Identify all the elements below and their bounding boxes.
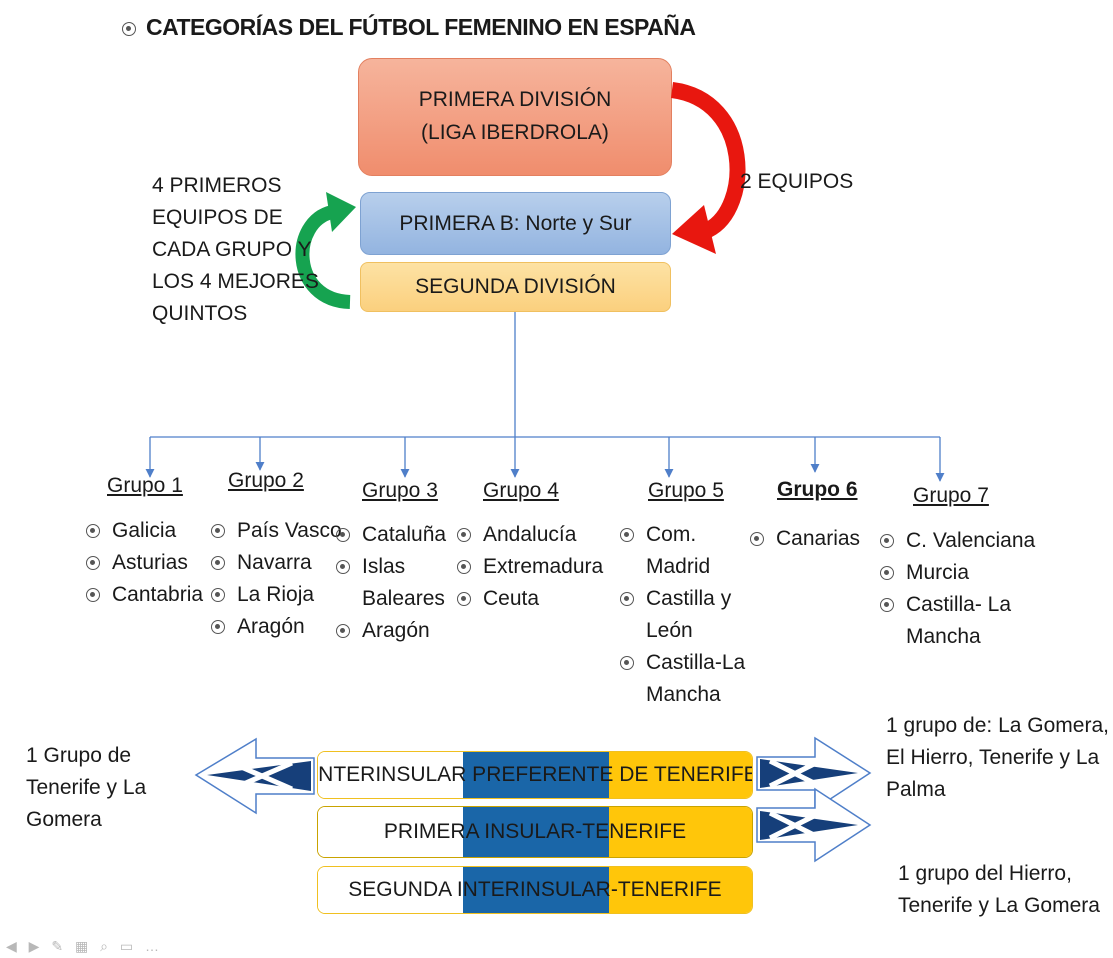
soccer-ball-icon xyxy=(620,528,634,542)
list-item: Castilla- La xyxy=(880,589,1035,621)
soccer-ball-icon xyxy=(336,624,350,638)
list-item: Ceuta xyxy=(457,583,603,615)
soccer-ball-icon xyxy=(211,588,225,602)
grupo-7-list: C. Valenciana Murcia Castilla- La Mancha xyxy=(880,525,1035,653)
list-item: Cataluña xyxy=(336,519,446,551)
list-item: Castilla y xyxy=(620,583,745,615)
list-item: Galicia xyxy=(86,515,203,547)
list-item: Aragón xyxy=(211,611,342,643)
more-icon[interactable]: … xyxy=(144,938,163,954)
list-item: Castilla-La xyxy=(620,647,745,679)
soccer-ball-icon xyxy=(86,524,100,538)
list-item-continuation: León xyxy=(646,619,693,642)
grupo-5-list: Com. Madrid Castilla y León Castilla-La … xyxy=(620,519,745,711)
right-bottom-note: 1 grupo del Hierro, Tenerife y La Gomera xyxy=(898,862,1100,917)
grupo-1-title: Grupo 1 xyxy=(107,474,183,497)
red-curved-arrow-icon xyxy=(670,82,746,254)
soccer-ball-icon xyxy=(211,620,225,634)
pen-icon[interactable]: ✎ xyxy=(51,938,68,954)
grupo-4-list: Andalucía Extremadura Ceuta xyxy=(457,519,603,615)
list-item: País Vasco xyxy=(211,515,342,547)
grupo-3-title: Grupo 3 xyxy=(362,479,438,502)
soccer-ball-icon xyxy=(457,560,471,574)
dos-equipos-label: 2 EQUIPOS xyxy=(740,170,854,193)
grupo-5-title: Grupo 5 xyxy=(648,479,724,502)
segunda-interinsular-bar: SEGUNDA INTERINSULAR-TENERIFE xyxy=(317,866,753,914)
list-item: Navarra xyxy=(211,547,342,579)
list-item: La Rioja xyxy=(211,579,342,611)
promotion-criteria-text: 4 PRIMEROS EQUIPOS DE CADA GRUPO Y LOS 4… xyxy=(152,174,319,325)
list-item: Canarias xyxy=(750,523,860,555)
primera-insular-label: PRIMERA INSULAR-TENERIFE xyxy=(383,820,687,843)
soccer-ball-icon xyxy=(457,528,471,542)
previous-icon[interactable]: ◀ xyxy=(6,938,21,954)
soccer-ball-icon xyxy=(86,556,100,570)
primera-division-box: PRIMERA DIVISIÓN (LIGA IBERDROLA) xyxy=(358,58,672,176)
soccer-ball-icon xyxy=(211,556,225,570)
soccer-ball-icon xyxy=(750,532,764,546)
grupo-6-list: Canarias xyxy=(750,523,860,555)
list-item-continuation: Mancha xyxy=(646,683,721,706)
grupo-3-list: Cataluña Islas Baleares Aragón xyxy=(336,519,446,647)
list-item: Islas xyxy=(336,551,446,583)
list-item: C. Valenciana xyxy=(880,525,1035,557)
left-note: 1 Grupo de Tenerife y La Gomera xyxy=(26,744,147,831)
interinsular-preferente-bar: INTERINSULAR PREFERENTE DE TENERIFE xyxy=(317,751,753,799)
group-connector-tree xyxy=(145,312,945,482)
right-top-note: 1 grupo de: La Gomera, El Hierro, Teneri… xyxy=(886,714,1109,801)
grupo-1-list: Galicia Asturias Cantabria xyxy=(86,515,203,611)
soccer-ball-icon xyxy=(86,588,100,602)
list-item: Murcia xyxy=(880,557,1035,589)
grupo-6-title: Grupo 6 xyxy=(777,478,858,501)
segunda-division-box: SEGUNDA DIVISIÓN xyxy=(360,262,671,312)
right-arrow-bottom-icon xyxy=(756,787,872,863)
list-item: Aragón xyxy=(336,615,446,647)
slide-toolbar: ◀ ▶ ✎ ▦ ⌕ ▭ … xyxy=(6,938,163,955)
soccer-ball-icon xyxy=(336,560,350,574)
soccer-ball-icon xyxy=(620,592,634,606)
grupo-2-title: Grupo 2 xyxy=(228,469,304,492)
soccer-ball-icon xyxy=(880,598,894,612)
primera-insular-bar: PRIMERA INSULAR-TENERIFE xyxy=(317,806,753,858)
subtitles-icon[interactable]: ▭ xyxy=(119,938,138,954)
zoom-icon[interactable]: ⌕ xyxy=(100,938,112,954)
soccer-ball-icon xyxy=(211,524,225,538)
list-item: Cantabria xyxy=(86,579,203,611)
primera-division-label: PRIMERA DIVISIÓN xyxy=(418,88,612,112)
list-item: Asturias xyxy=(86,547,203,579)
page-title: CATEGORÍAS DEL FÚTBOL FEMENINO EN ESPAÑA xyxy=(122,14,696,41)
list-item-continuation: Baleares xyxy=(362,587,445,610)
grupo-2-list: País Vasco Navarra La Rioja Aragón xyxy=(211,515,342,643)
list-item: Extremadura xyxy=(457,551,603,583)
grid-icon[interactable]: ▦ xyxy=(74,938,93,954)
left-arrow-icon xyxy=(194,737,315,815)
next-icon[interactable]: ▶ xyxy=(28,938,44,954)
right-arrow-top-icon xyxy=(756,736,872,811)
liga-iberdrola-label: (LIGA IBERDROLA) xyxy=(421,121,609,144)
primera-b-label: PRIMERA B: Norte y Sur xyxy=(399,211,632,235)
primera-b-box: PRIMERA B: Norte y Sur xyxy=(360,192,671,255)
grupo-7-title: Grupo 7 xyxy=(913,484,989,507)
soccer-ball-icon xyxy=(457,592,471,606)
interinsular-preferente-label: INTERINSULAR PREFERENTE DE TENERIFE xyxy=(317,763,753,786)
list-item: Com. xyxy=(620,519,745,551)
list-item: Andalucía xyxy=(457,519,603,551)
soccer-ball-icon xyxy=(122,21,136,36)
green-curved-arrow-icon xyxy=(295,192,356,309)
soccer-ball-icon xyxy=(620,656,634,670)
soccer-ball-icon xyxy=(336,528,350,542)
segunda-division-label: SEGUNDA DIVISIÓN xyxy=(415,275,616,298)
list-item-continuation: Madrid xyxy=(646,555,711,578)
grupo-4-title: Grupo 4 xyxy=(483,479,559,502)
soccer-ball-icon xyxy=(880,534,894,548)
segunda-interinsular-label: SEGUNDA INTERINSULAR-TENERIFE xyxy=(348,878,722,901)
soccer-ball-icon xyxy=(880,566,894,580)
list-item-continuation: Mancha xyxy=(906,625,981,648)
